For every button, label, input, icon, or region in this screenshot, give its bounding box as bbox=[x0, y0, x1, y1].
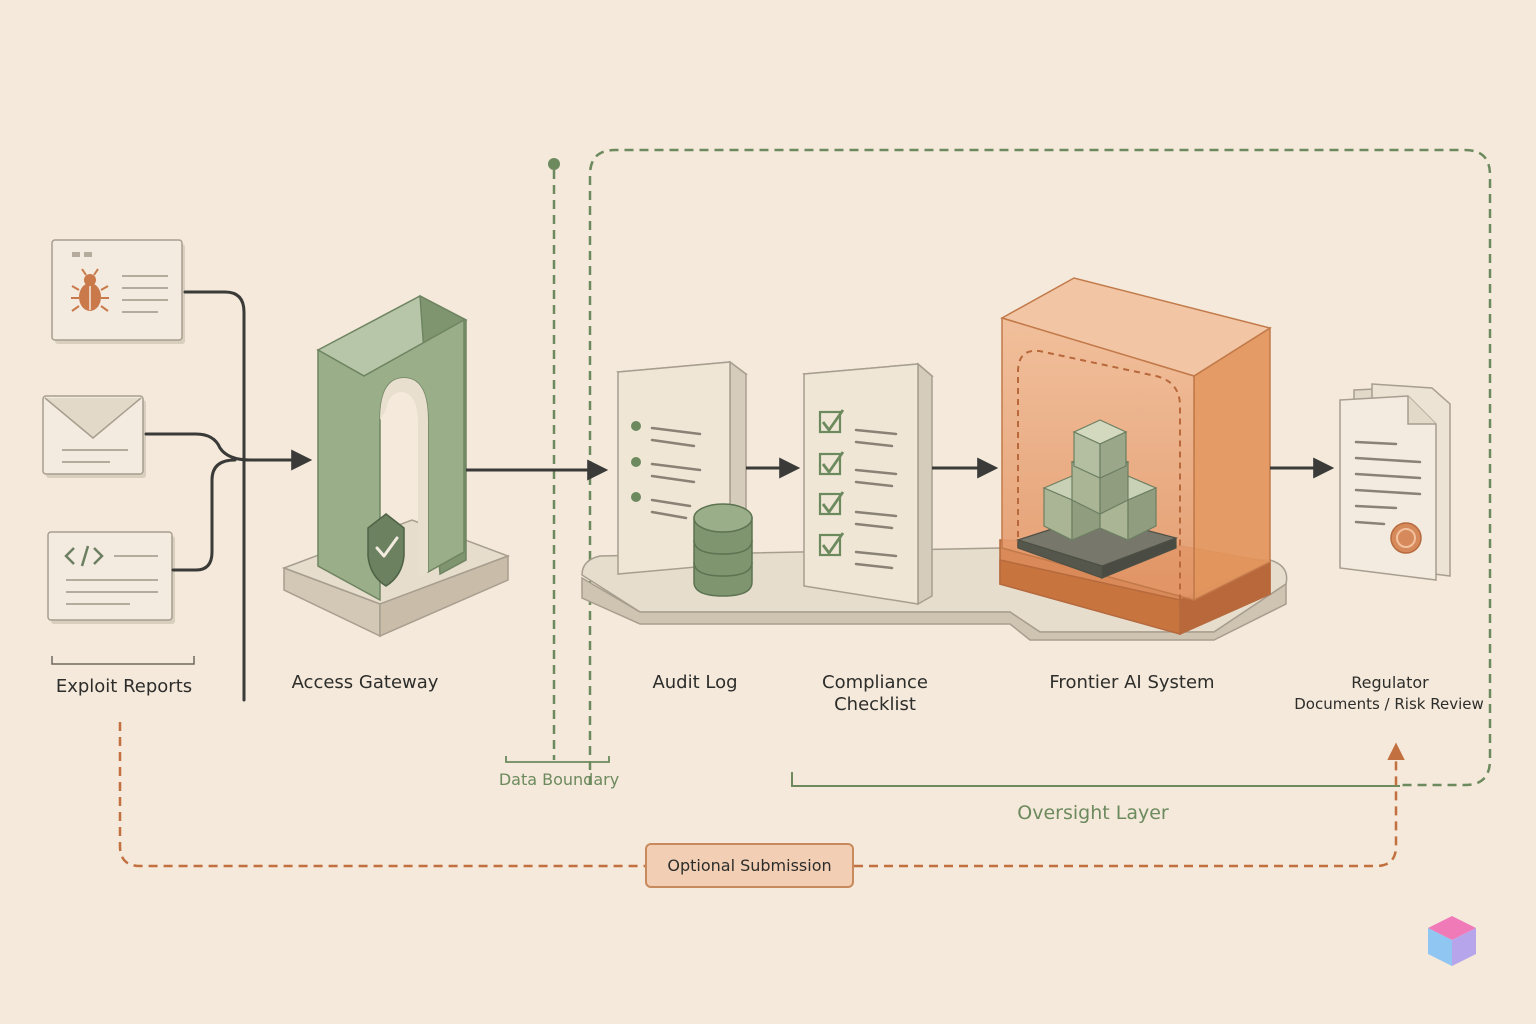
exploit-card-code bbox=[47, 531, 175, 624]
cube-stack bbox=[1042, 419, 1158, 541]
connector-card3 bbox=[171, 458, 237, 572]
compliance-label-line2: Checklist bbox=[834, 694, 916, 715]
exploit-card-mail bbox=[42, 395, 146, 478]
connector-card1 bbox=[183, 290, 246, 702]
mail-icon bbox=[44, 397, 142, 439]
seal-icon bbox=[1390, 522, 1422, 554]
cube-logo bbox=[1428, 916, 1476, 966]
shield-check-icon bbox=[367, 513, 405, 587]
database-icon bbox=[693, 503, 753, 597]
data-boundary-dot bbox=[548, 158, 560, 170]
exploit-reports-bracket bbox=[51, 656, 195, 665]
audit-log-label: Audit Log bbox=[652, 672, 738, 693]
checkbox-icons bbox=[818, 409, 845, 557]
code-icon bbox=[64, 545, 104, 567]
regulator-label-line1: Regulator bbox=[1351, 673, 1429, 692]
optional-submission-route bbox=[118, 722, 645, 868]
regulator-label-line2: Documents / Risk Review bbox=[1294, 695, 1484, 713]
oversight-bracket bbox=[791, 772, 1400, 787]
exploit-card-bug bbox=[51, 239, 185, 344]
frontier-ai-system bbox=[999, 277, 1272, 636]
regulator-documents bbox=[1339, 383, 1451, 581]
optional-submission-badge: Optional Submission bbox=[645, 843, 854, 888]
exploit-reports-label: Exploit Reports bbox=[55, 676, 193, 697]
data-boundary-bracket bbox=[505, 756, 610, 763]
compliance-label-line1: Compliance bbox=[822, 672, 928, 693]
bug-icon bbox=[71, 268, 109, 312]
frontier-ai-label: Frontier AI System bbox=[1049, 672, 1215, 693]
oversight-layer-label: Oversight Layer bbox=[1017, 802, 1169, 824]
oversight-boundary bbox=[588, 148, 1492, 787]
access-gateway bbox=[281, 294, 511, 638]
compliance-checklist bbox=[802, 362, 934, 606]
data-boundary-label: Data Boundary bbox=[498, 770, 620, 789]
audit-log bbox=[615, 360, 753, 597]
access-gateway-label: Access Gateway bbox=[291, 672, 439, 693]
connector-card2 bbox=[144, 432, 252, 462]
